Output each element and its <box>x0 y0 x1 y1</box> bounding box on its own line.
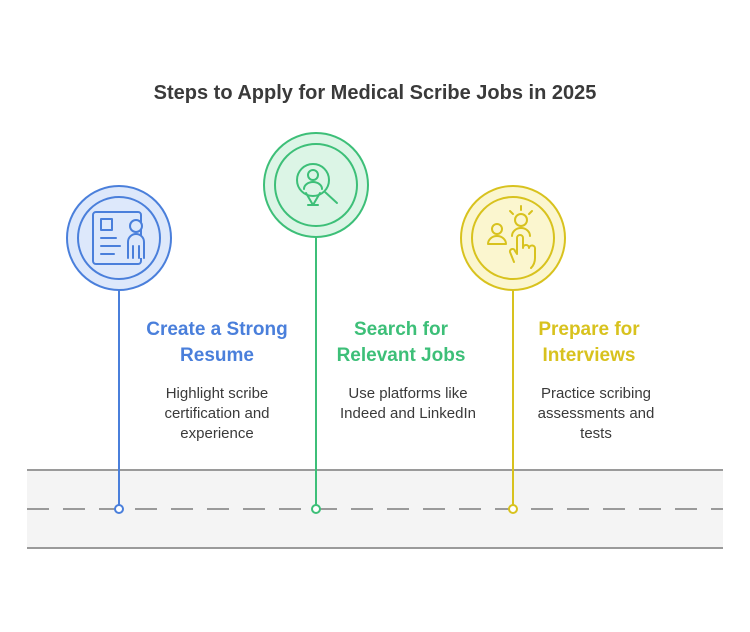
step-3-desc-line: Practice scribing <box>540 385 652 402</box>
step-2-title-line: Search for <box>354 319 448 340</box>
step-2-marker <box>263 132 369 514</box>
step-2-desc-line: Use platforms like <box>348 385 468 402</box>
step-3-road-dot <box>508 504 518 514</box>
step-3-marker <box>460 185 566 514</box>
step-2-title-line: Relevant Jobs <box>336 345 466 366</box>
step-2-road-dot <box>311 504 321 514</box>
step-1-desc-line: certification and <box>164 405 270 422</box>
step-1-desc-line: Highlight scribe <box>165 385 269 402</box>
step-2-desc-line: Indeed and LinkedIn <box>340 405 476 422</box>
step-3-desc-line: assessments and <box>537 405 655 422</box>
step-1-title: Create a Strong Resume <box>117 317 317 369</box>
step-1-desc-line: experience <box>180 425 254 442</box>
step-2-title: Search for Relevant Jobs <box>301 317 501 369</box>
resume-icon <box>92 211 145 265</box>
job-search-icon <box>296 163 338 206</box>
step-1-description: Highlight scribe certification and exper… <box>117 384 317 444</box>
page-title: Steps to Apply for Medical Scribe Jobs i… <box>153 82 597 104</box>
step-2-badge-inner <box>274 143 358 227</box>
step-1-title-line: Resume <box>180 345 254 366</box>
step-2-description: Use platforms like Indeed and LinkedIn <box>308 384 508 424</box>
step-3-desc-line: tests <box>580 425 612 442</box>
step-1-road-dot <box>114 504 124 514</box>
step-3-title: Prepare for Interviews <box>489 317 689 369</box>
step-1-marker <box>66 185 172 514</box>
step-1-title-line: Create a Strong <box>146 319 288 340</box>
step-3-title-line: Interviews <box>542 345 636 366</box>
step-3-description: Practice scribing assessments and tests <box>496 384 696 444</box>
step-3-badge-inner <box>471 196 555 280</box>
step-3-title-line: Prepare for <box>538 319 640 340</box>
interview-icon <box>487 205 536 269</box>
step-1-badge-inner <box>77 196 161 280</box>
